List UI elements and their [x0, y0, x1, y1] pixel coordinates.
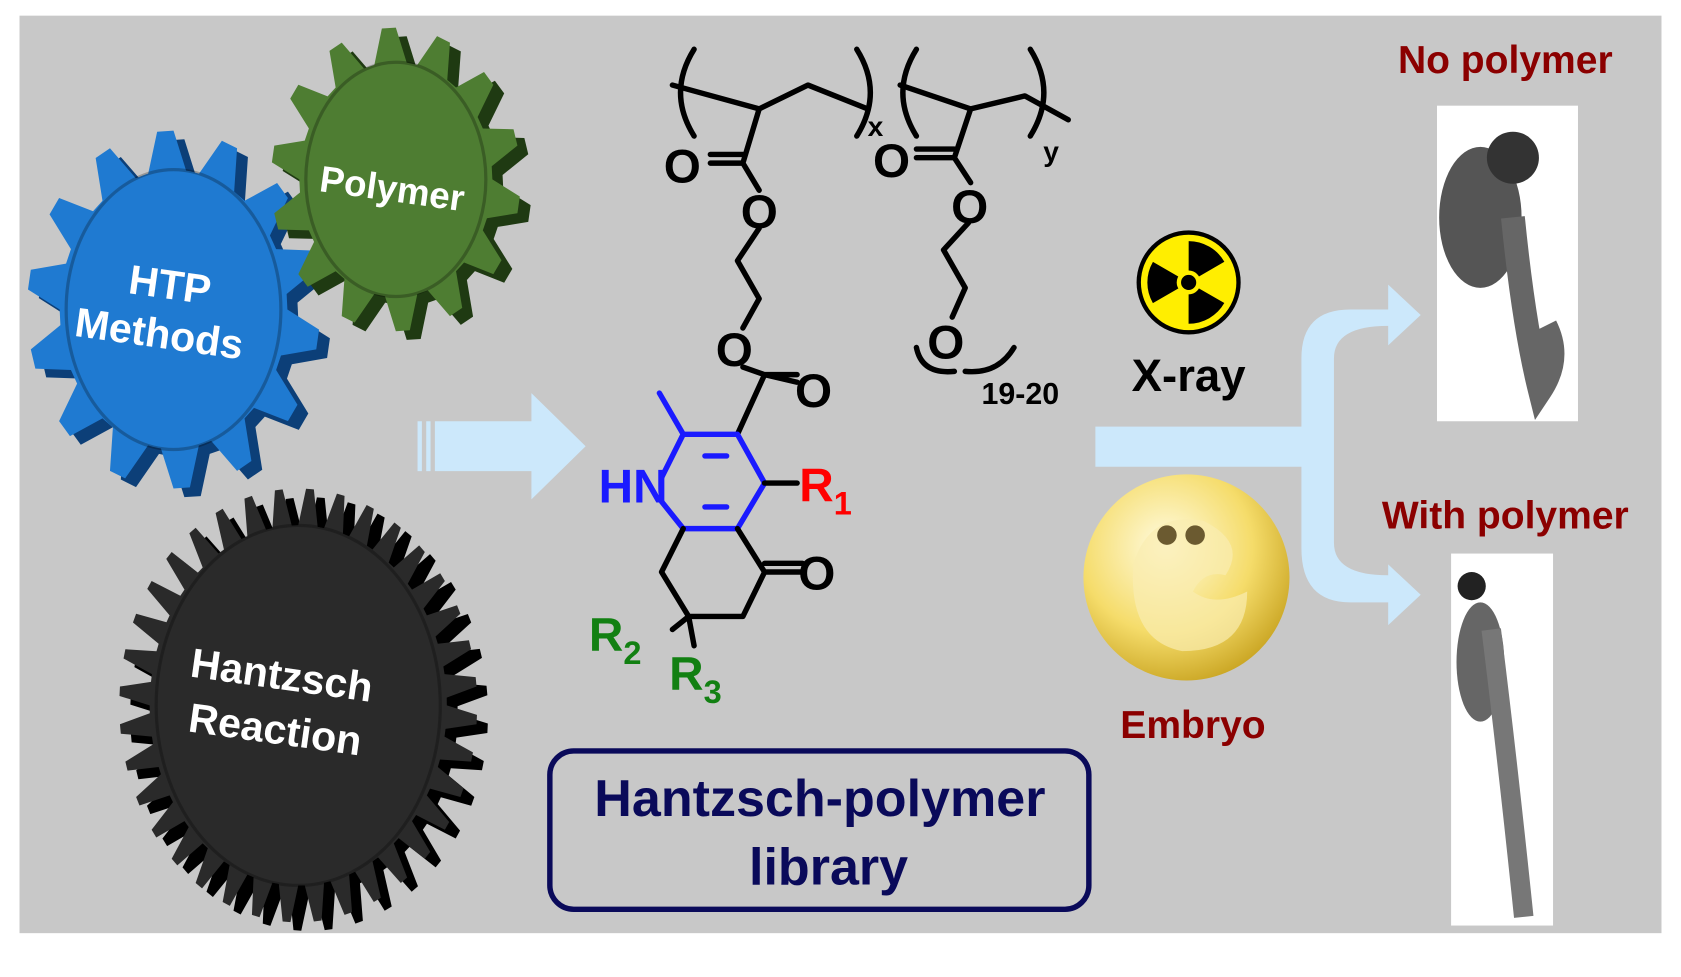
embryo-label: Embryo — [1120, 704, 1265, 747]
gears-group — [27, 27, 531, 931]
label-o3: O — [716, 324, 753, 377]
label-o7: O — [951, 181, 988, 234]
no-polymer-label: No polymer — [1398, 39, 1613, 82]
gear-green — [271, 27, 531, 340]
library-label-line1: Hantzsch-polymer — [594, 770, 1045, 828]
branch-arrow — [1095, 284, 1421, 626]
gear-label-htp: HTP — [126, 256, 214, 313]
label-o5: O — [798, 547, 835, 600]
label-x: x — [868, 110, 884, 142]
chemical-structure: O O O O O O O O x y 19-20 HN R1 R2 R3 — [589, 46, 1071, 710]
label-o6: O — [873, 135, 910, 188]
label-r3: R3 — [669, 648, 722, 710]
label-o1: O — [664, 141, 701, 194]
arrow-to-structure — [417, 393, 586, 500]
zebrafish-image-with-polymer — [1451, 553, 1554, 926]
label-r1: R1 — [799, 460, 852, 522]
label-o8: O — [927, 316, 964, 369]
label-y: y — [1043, 135, 1059, 167]
gear-blue — [27, 130, 330, 498]
embryo-icon — [1083, 474, 1290, 681]
label-r2: R2 — [589, 609, 642, 671]
library-label-line2: library — [749, 838, 908, 896]
with-polymer-label: With polymer — [1382, 495, 1629, 538]
radiation-icon — [1136, 230, 1241, 335]
label-o4: O — [795, 365, 832, 418]
library-box — [547, 748, 1092, 913]
label-repeat: 19-20 — [981, 378, 1059, 411]
xray-label: X-ray — [1132, 350, 1247, 401]
label-hn: HN — [599, 461, 668, 514]
gear-black — [119, 488, 488, 931]
label-o2: O — [741, 186, 778, 239]
zebrafish-image-no-polymer — [1436, 105, 1578, 422]
